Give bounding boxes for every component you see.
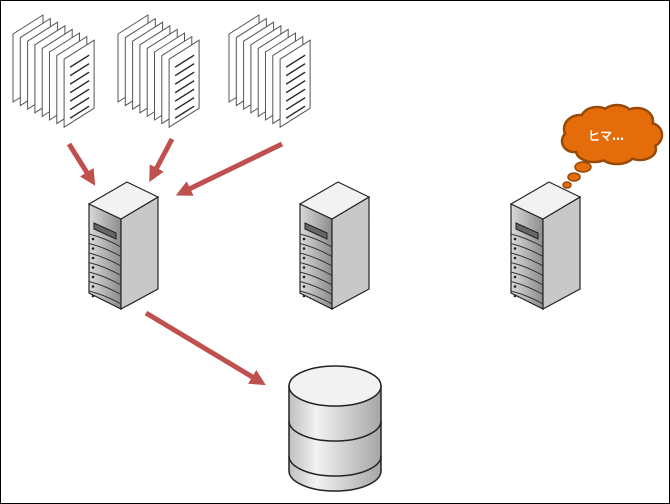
server-bay-line [299, 271, 333, 286]
server-bay-line [88, 243, 122, 257]
server-led [302, 275, 306, 279]
server-bay-line [510, 290, 544, 305]
thought-dot [562, 181, 572, 189]
thought-bubble: ヒマ… [560, 103, 664, 189]
database-icon [288, 365, 382, 492]
server-front [88, 203, 122, 310]
text-line [285, 63, 306, 77]
server-led [302, 294, 306, 298]
server-front [299, 203, 333, 310]
server-front [510, 203, 544, 310]
server-led [91, 294, 95, 298]
flow-arrow [175, 141, 284, 196]
document-page-icon [63, 39, 95, 129]
server-bay-line [510, 252, 544, 267]
server-led [302, 247, 306, 250]
database-top [288, 365, 382, 407]
server-led [91, 237, 95, 241]
database-body [288, 385, 382, 492]
text-line [285, 71, 306, 85]
text-line [69, 97, 90, 111]
text-line [69, 105, 90, 119]
thought-dot [574, 161, 592, 173]
server-bay-line [299, 262, 333, 276]
text-line [285, 88, 306, 102]
cloud-fill [577, 141, 611, 161]
flow-arrow [149, 137, 175, 183]
server-led [91, 256, 95, 260]
server-bay-line [510, 243, 544, 257]
server-bay-line [88, 290, 122, 305]
text-line [285, 97, 306, 111]
server-led [302, 285, 306, 288]
text-line [69, 88, 90, 102]
server-led [513, 294, 517, 298]
server-bay-line [299, 281, 333, 295]
server-led [91, 285, 95, 288]
server-bay-line [88, 271, 122, 286]
text-line [174, 63, 195, 77]
text-line [285, 80, 306, 94]
server-icon [87, 181, 160, 311]
server-led [91, 275, 95, 279]
server-bay-line [299, 290, 333, 305]
server-led [513, 237, 517, 241]
document-stack-icon [228, 14, 311, 129]
server-drive-slot [515, 222, 539, 240]
server-bay-line [88, 233, 122, 248]
server-bay-line [510, 233, 544, 248]
server-icon [298, 181, 371, 311]
text-line [69, 63, 90, 77]
text-line [174, 88, 195, 102]
server-led [302, 256, 306, 260]
server-bay-line [88, 252, 122, 267]
thought-dot [567, 172, 581, 182]
text-line [285, 54, 306, 68]
server-led [513, 256, 517, 260]
server-led [513, 275, 517, 279]
server-led [91, 247, 95, 250]
server-drive-slot [93, 222, 117, 240]
document-page-icon [168, 39, 200, 129]
thought-text: ヒマ… [588, 129, 624, 143]
server-bay-line [88, 262, 122, 276]
server-bay-line [299, 233, 333, 248]
server-led [91, 266, 95, 269]
text-line [174, 105, 195, 119]
server-led [513, 247, 517, 250]
database-band [288, 455, 382, 477]
document-page-icon [279, 39, 311, 129]
server-top [87, 181, 160, 220]
server-top [298, 181, 371, 220]
server-bay-line [510, 271, 544, 286]
server-led [513, 285, 517, 288]
text-line [69, 80, 90, 94]
server-led [302, 237, 306, 241]
text-line [69, 54, 90, 68]
text-line [174, 97, 195, 111]
server-led [513, 266, 517, 269]
text-line [174, 71, 195, 85]
database-band [288, 420, 382, 442]
flow-arrow [144, 310, 266, 386]
server-bay-line [299, 252, 333, 267]
text-line [174, 54, 195, 68]
server-led [302, 266, 306, 269]
text-line [285, 105, 306, 119]
cloud-fill [563, 131, 585, 151]
server-bay-line [88, 281, 122, 295]
server-bay-line [510, 262, 544, 276]
flow-arrow [66, 142, 96, 186]
document-stack-icon [117, 14, 200, 129]
server-bay-line [510, 281, 544, 295]
server-bay-line [299, 243, 333, 257]
server-top [509, 181, 582, 220]
text-line [69, 71, 90, 85]
server-drive-slot [304, 222, 328, 240]
text-line [174, 80, 195, 94]
server-icon [509, 181, 582, 311]
document-stack-icon [12, 14, 95, 129]
